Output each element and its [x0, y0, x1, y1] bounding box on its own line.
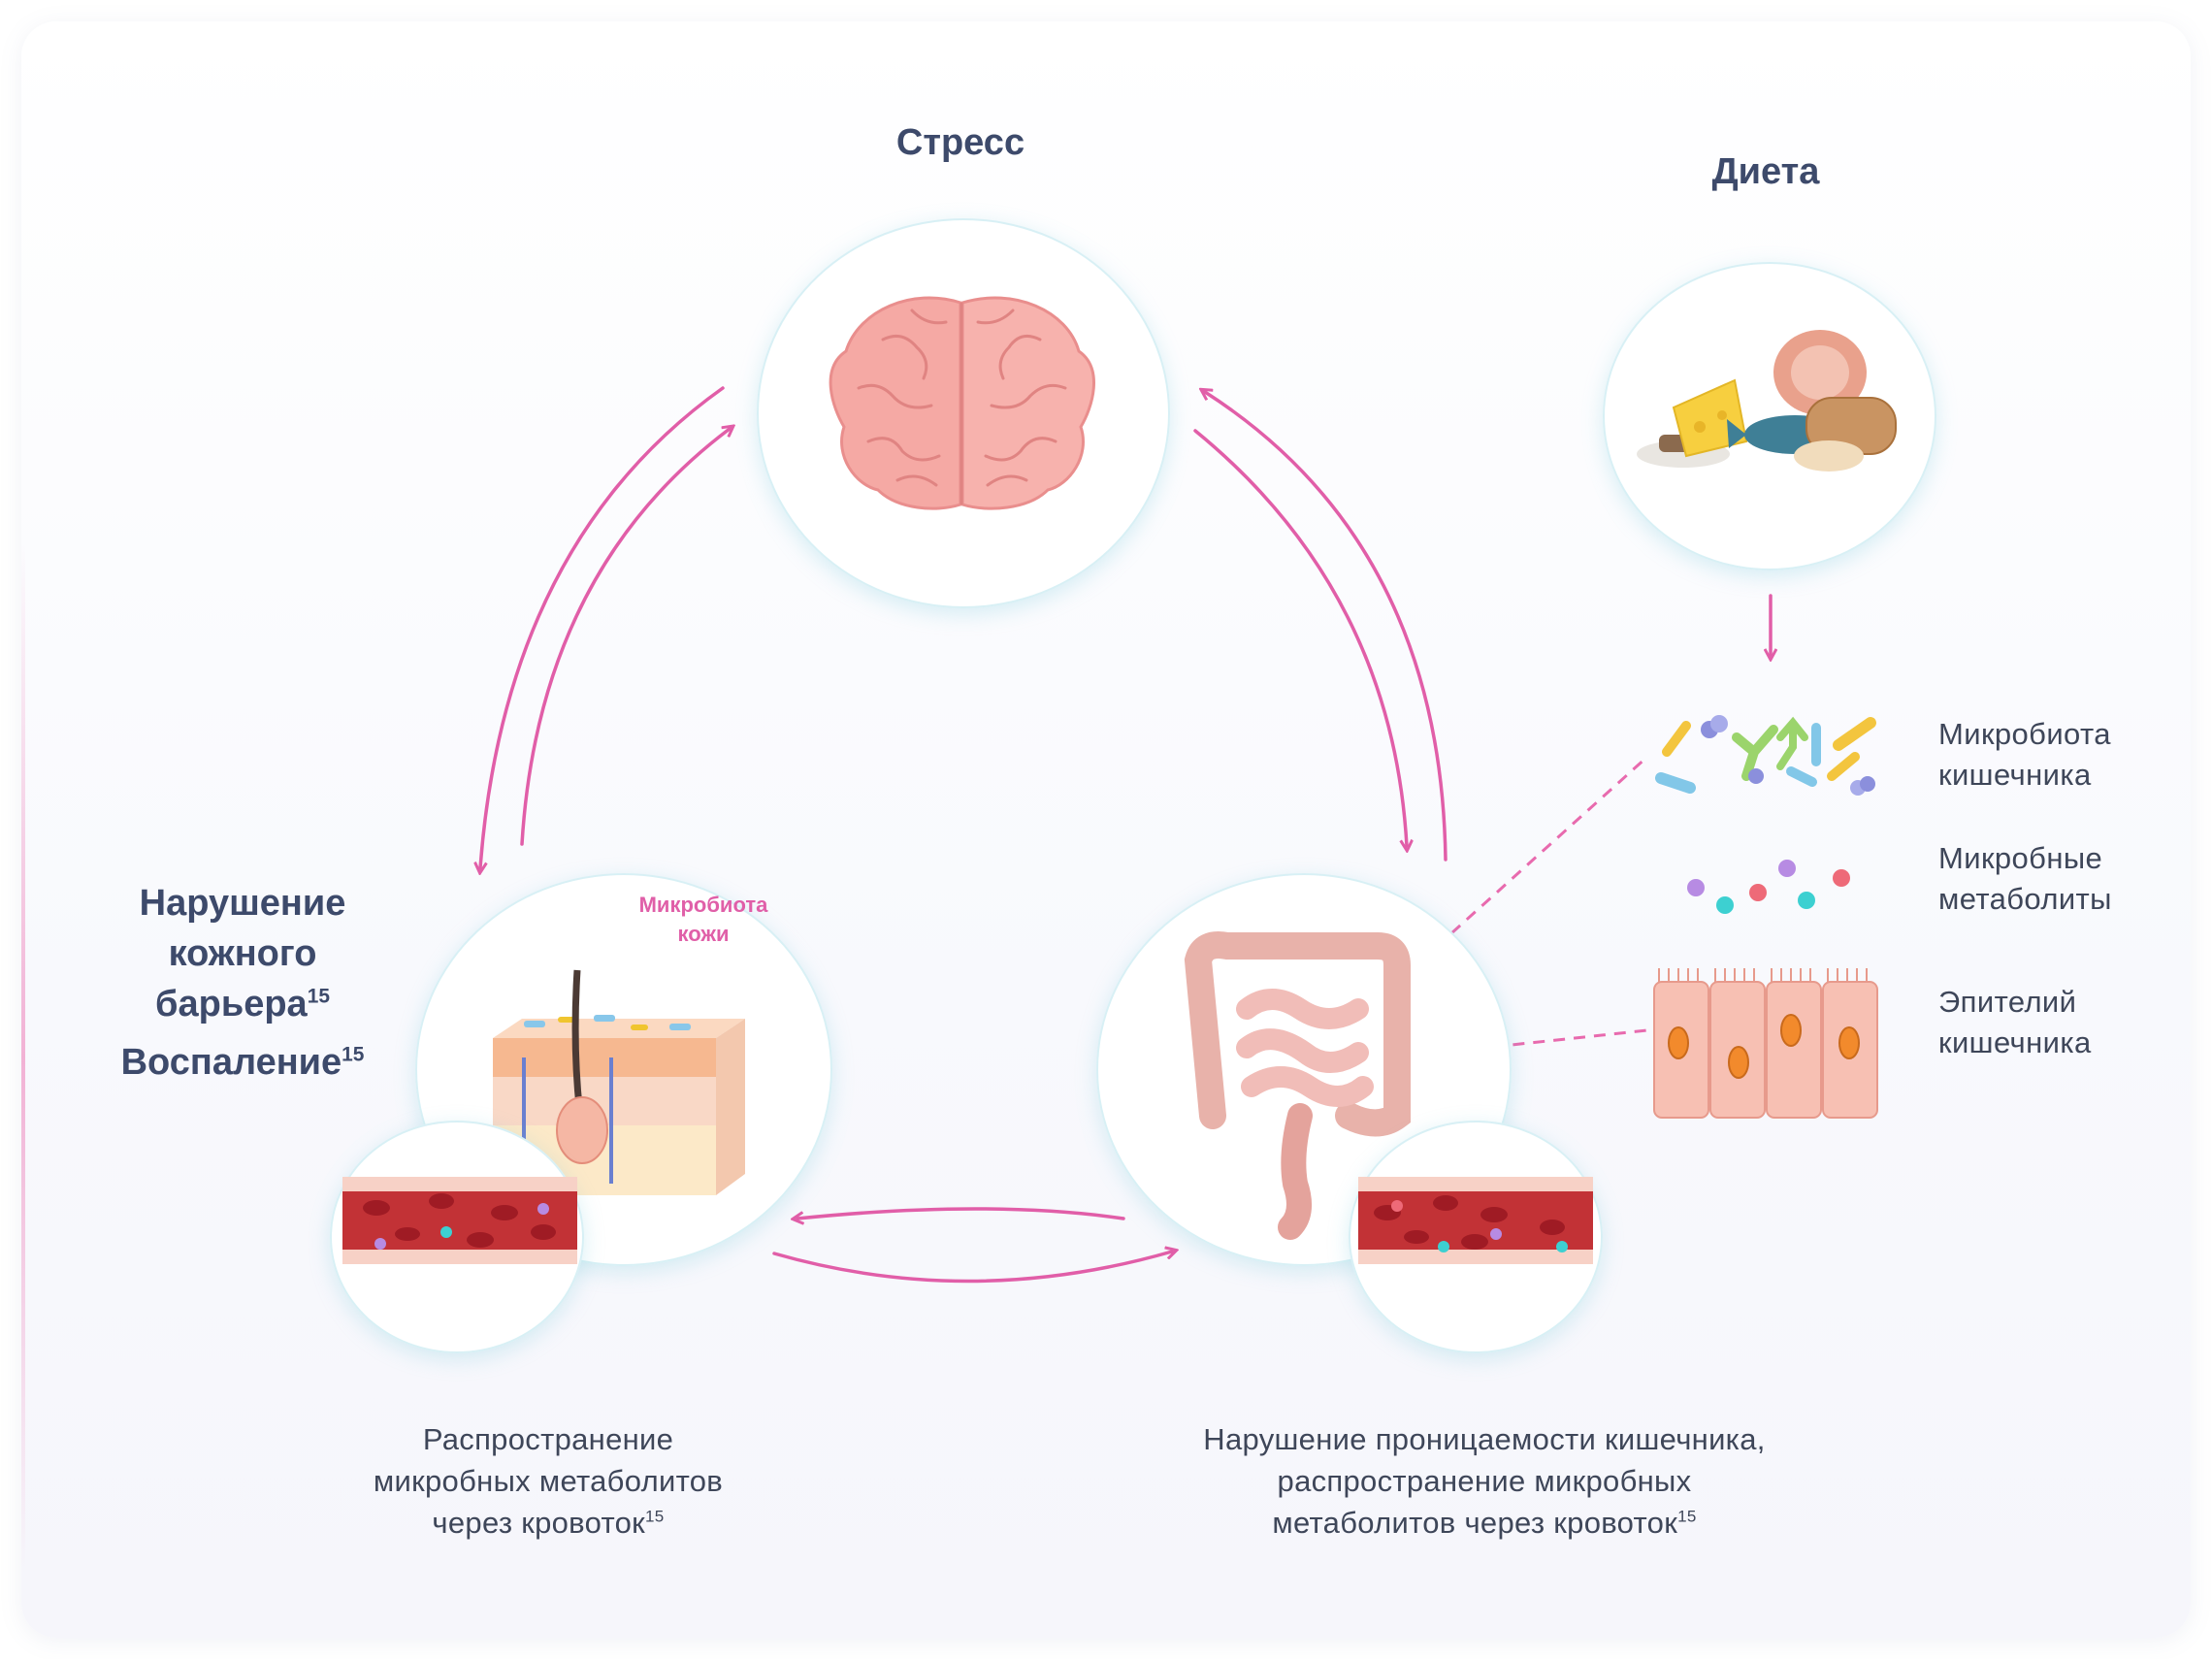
skin-title-line4: Воспаление15 [120, 1042, 365, 1083]
footnote-ref: 15 [645, 1507, 665, 1526]
skin-caption: Распространение микробных метаболитов че… [373, 1422, 724, 1540]
stress-title: Стресс [895, 122, 1025, 163]
arrow-gut-to-stress [1205, 392, 1448, 862]
skin-title-line3: барьера15 [155, 984, 330, 1025]
diet-title: Диета [1711, 151, 1820, 192]
stress-circle [757, 218, 1170, 608]
skin-blood-circle [330, 1121, 584, 1353]
footnote-ref: 15 [307, 985, 330, 1008]
arrow-gut-to-skin [797, 1207, 1125, 1219]
footnote-ref: 15 [342, 1043, 365, 1066]
skin-title-line1: Нарушение [139, 883, 346, 924]
arrow-stress-to-skin [480, 386, 725, 868]
skin-title-line2: кожного [168, 933, 317, 974]
gut-caption: Нарушение проницаемости кишечника, распр… [1203, 1422, 1766, 1540]
footnote-ref: 15 [1677, 1507, 1697, 1526]
arrow-skin-to-stress [520, 429, 730, 846]
skin-barrier-title: Нарушение кожного барьера15 Воспаление15 [78, 878, 407, 1088]
arrow-skin-to-gut [772, 1252, 1172, 1284]
arrow-stress-to-gut [1193, 429, 1407, 846]
dashed-link-microbiota [1419, 755, 1649, 962]
card-accent-edge [21, 543, 25, 1572]
diet-circle [1603, 262, 1936, 570]
gut-blood-circle [1349, 1121, 1603, 1353]
